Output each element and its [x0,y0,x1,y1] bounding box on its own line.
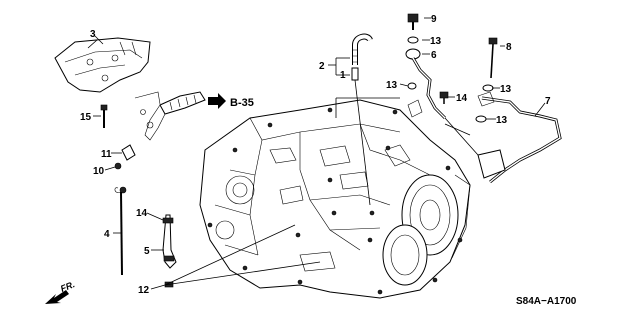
part-13-washer-mid [407,82,417,90]
shift-cable-assembly [134,91,206,141]
callout-4: 4 [104,229,110,240]
callout-3: 3 [90,29,96,40]
part-7-atf-pipe [477,91,562,184]
part-4-dipstick [114,187,123,276]
part-5-pipe [162,214,177,288]
front-direction-arrow: FR. [45,279,76,304]
callout-14-upper: 14 [456,93,468,104]
part-14-bolt-upper [439,91,449,104]
callout-12: 12 [138,285,150,296]
part-6-atf-pipe [405,48,447,120]
callout-7: 7 [545,96,551,107]
direction-label: FR. [59,279,76,294]
part-15-bolt [100,104,108,128]
callout-6: 6 [431,50,437,61]
callout-15: 15 [80,112,92,123]
leader-lines [93,17,546,290]
part-11-clip [121,144,136,161]
callout-13-right-lower: 13 [496,115,508,126]
part-8-bolt [488,37,498,79]
transmission-case [199,99,471,299]
callout-1: 1 [340,70,346,81]
part-2-breather-tube [352,33,373,65]
reference-label: B-35 [230,97,254,109]
part-1-tube-fitting [351,67,359,81]
callout-9: 9 [431,14,437,25]
part-3-bracket [54,37,151,93]
callout-10: 10 [93,166,105,177]
callout-11: 11 [101,149,112,160]
callout-13-right: 13 [500,84,512,95]
diagram-code: S84A−A1700 [516,296,577,307]
callout-13-left: 13 [386,80,398,91]
callout-5: 5 [144,246,150,257]
part-13-washer [407,36,419,44]
part-10-bolt [114,162,127,194]
part-13-washer-right [475,84,494,123]
callout-numbers: 3 15 11 10 4 14 5 12 2 1 9 13 6 13 14 8 … [80,14,551,296]
callout-8: 8 [506,42,512,53]
callout-13-top: 13 [430,36,442,47]
part-9-bolt [407,13,419,30]
reference-arrow-b35: B-35 [208,93,254,109]
callout-14-lower: 14 [136,208,148,219]
callout-2: 2 [319,61,325,72]
